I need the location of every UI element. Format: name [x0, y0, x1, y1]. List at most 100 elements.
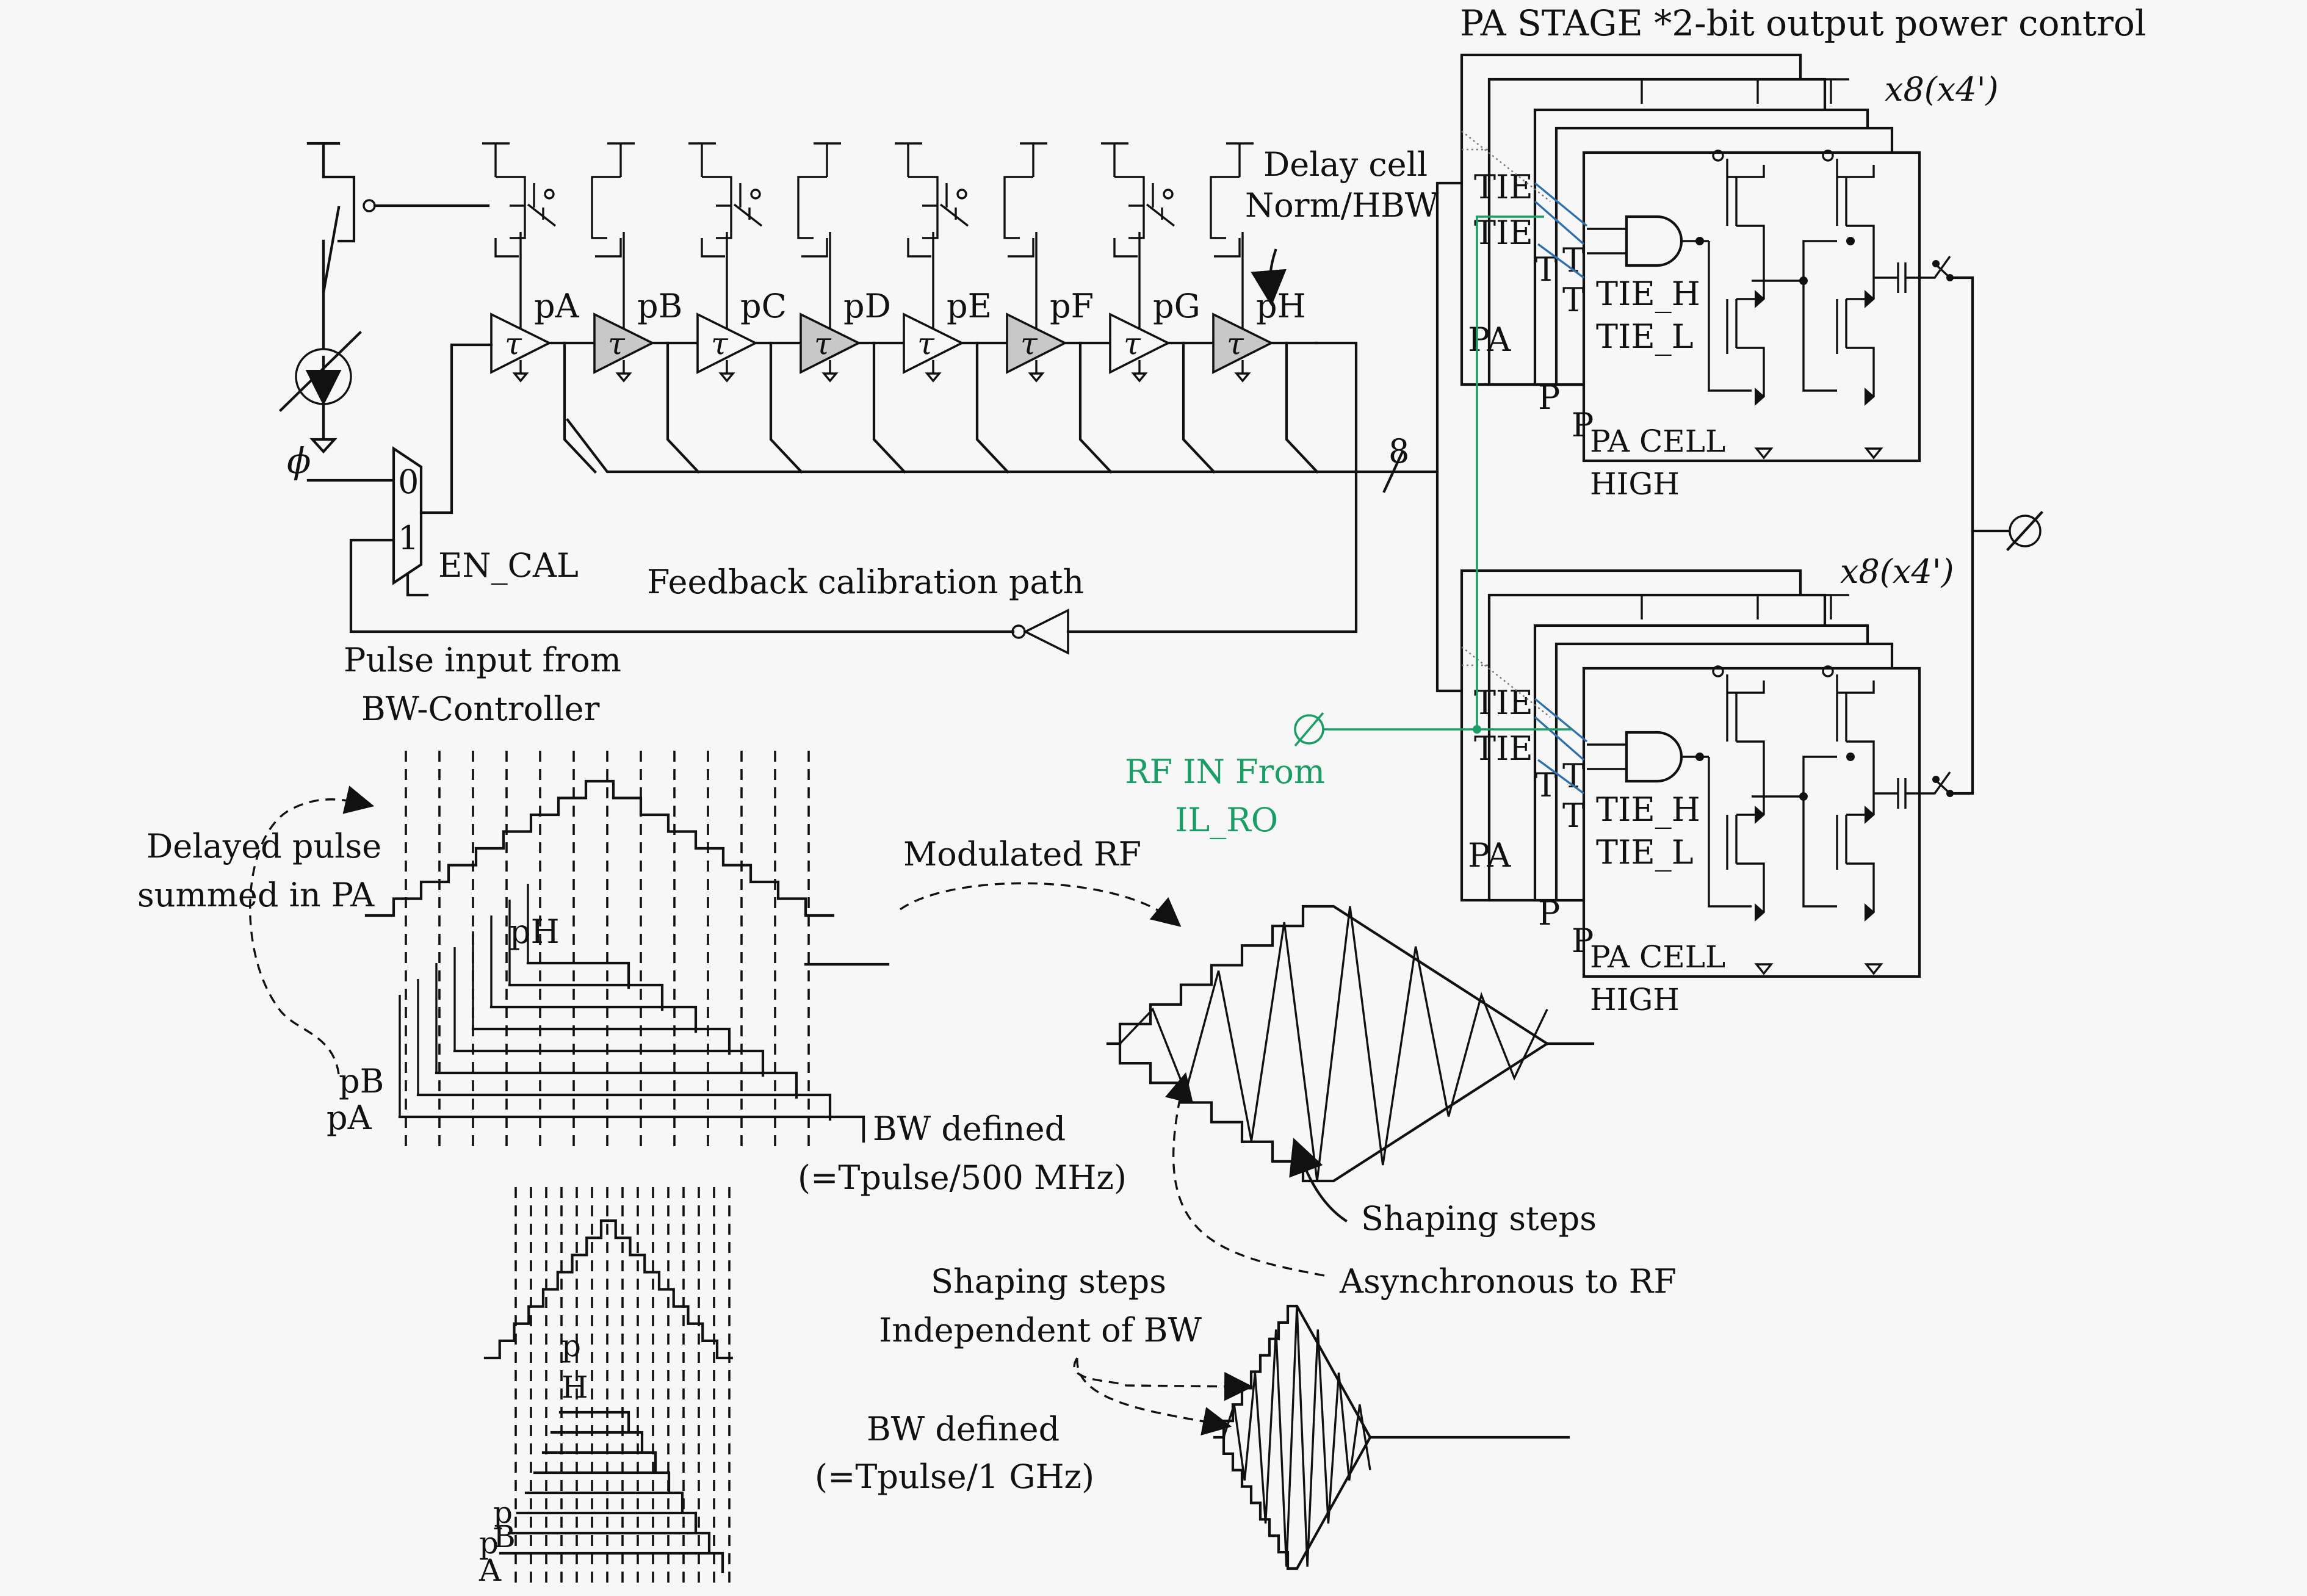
tie-h-label: TIE_H — [1596, 275, 1700, 313]
junction — [1846, 237, 1855, 245]
bw-defined-2-line1: BW defined — [867, 1410, 1060, 1448]
en-cal-wire — [406, 574, 429, 597]
driver-link — [1708, 756, 1837, 908]
transistor-arrow — [1755, 806, 1765, 922]
tie-stub: T — [1535, 766, 1557, 804]
transistor-arrow — [1865, 290, 1875, 406]
delayed-pulse-line — [471, 1027, 731, 1055]
mux-input-1: 1 — [398, 519, 419, 557]
feedback-path-label: Feedback calibration path — [647, 563, 1084, 601]
tie-label: TIE — [1474, 729, 1533, 768]
shaping-independent-line1: Shaping steps — [931, 1262, 1166, 1301]
output-port-slash — [2006, 511, 2043, 551]
delayed-pulse-line — [526, 961, 630, 989]
bus-tap-pF — [1078, 341, 1113, 474]
bus-slash — [1382, 450, 1404, 493]
pa-label: PA — [1468, 320, 1511, 359]
tap-label-pC: pC — [740, 287, 787, 325]
and-gate — [1625, 731, 1683, 783]
control-bus — [1534, 182, 1588, 279]
tie-label: TIE — [1474, 168, 1533, 206]
supply-tee — [1813, 78, 1849, 104]
delayed-pulse-label-line1: Delayed pulse — [146, 827, 381, 865]
delayed-pulse-line — [453, 1049, 765, 1077]
mux-input-0: 0 — [398, 463, 419, 501]
bus-tap-pC — [769, 341, 803, 474]
junction — [1799, 276, 1808, 285]
fast-pulse-line — [524, 1491, 684, 1513]
fast-label-pH-p: p — [561, 1328, 581, 1363]
delay-symbol: τ — [1227, 326, 1244, 361]
pa-high-label: HIGH — [1590, 982, 1680, 1017]
delay-cell-arrow — [1251, 248, 1287, 306]
driver-transistor — [1726, 159, 1765, 397]
modulated-rf-label: Modulated RF — [903, 835, 1141, 873]
pa-high-label: HIGH — [1590, 466, 1680, 502]
tie-l-label: TIE_L — [1596, 833, 1694, 872]
fast-pulse-line — [558, 1410, 630, 1432]
tap-label-pG: pG — [1153, 287, 1200, 325]
delay-symbol: τ — [917, 326, 935, 361]
tap-label-pA: pA — [534, 287, 580, 325]
bias-transistor — [1101, 142, 1145, 258]
fast-label-pA-p: p — [479, 1525, 499, 1561]
bias-transistor — [1003, 142, 1047, 258]
fast-label-pH-H: H — [561, 1370, 588, 1405]
junction — [1799, 792, 1808, 801]
delayed-pulse-line — [416, 1093, 832, 1121]
bus-tap-pG — [1182, 341, 1216, 474]
tap-label-pH: pH — [1256, 287, 1306, 325]
rf-in-label-line1: RF IN From — [1125, 753, 1325, 791]
pulse-envelope — [483, 1219, 733, 1360]
bus-tap-pD — [872, 341, 906, 474]
bus-tap-pH — [1285, 341, 1319, 474]
bus-taps — [563, 341, 1319, 474]
pa-stub: P — [1538, 894, 1560, 933]
mux-output-wire — [419, 343, 493, 515]
transistor-arrow — [1865, 806, 1875, 922]
pulse-label-pB: pB — [339, 1062, 384, 1100]
delay-symbol: τ — [1124, 326, 1141, 361]
bias-switch — [1146, 183, 1175, 227]
shaping-independent-line2: Independent of BW — [879, 1311, 1202, 1349]
supply-tee — [1739, 78, 1776, 104]
pulse-label-pA: pA — [327, 1099, 372, 1137]
bw-defined-1-line1: BW defined — [873, 1110, 1066, 1148]
delayed-pulse-label-line2: summed in PA — [137, 876, 375, 914]
bias-transistor — [482, 142, 526, 258]
buffer-ground — [615, 360, 632, 383]
rf-in-junction — [1473, 725, 1481, 734]
bus-to-pa-wire — [1435, 181, 1464, 693]
pa-stub: P — [1572, 922, 1594, 960]
supply-tee — [1813, 594, 1849, 619]
bias-switch — [733, 183, 763, 227]
bias-switch — [527, 183, 557, 227]
multiplier-bottom: x8(x4') — [1840, 552, 1954, 591]
fast-label-pA-A: A — [478, 1553, 502, 1588]
output-cap — [1874, 771, 1951, 809]
output-combiner — [1948, 276, 1974, 795]
bus-width-label: 8 — [1388, 432, 1409, 471]
calibration-mux — [392, 446, 423, 585]
fast-pulse-line — [541, 1451, 657, 1473]
ground-symbol — [1754, 963, 1774, 975]
fast-pulse-line — [550, 1431, 644, 1453]
tap-label-pE: pE — [947, 287, 992, 325]
and-gate-io — [1587, 743, 1709, 770]
delay-symbol: τ — [711, 326, 729, 361]
pa-cell-front — [1582, 151, 1921, 463]
async-arrow — [1164, 1072, 1325, 1277]
pa-stage-title: PA STAGE *2-bit output power control — [1460, 2, 2146, 44]
pa-stub: P — [1538, 378, 1560, 417]
bus-tap-pA — [563, 341, 597, 474]
buffer-ground — [718, 360, 735, 383]
bias-transistor — [591, 142, 635, 258]
delay-symbol: τ — [814, 326, 832, 361]
rf-carrier — [1119, 906, 1548, 1182]
buffer-ground — [1131, 360, 1148, 383]
tap-label-pF: pF — [1050, 287, 1094, 325]
delay-cell-bias-network — [482, 142, 1254, 258]
